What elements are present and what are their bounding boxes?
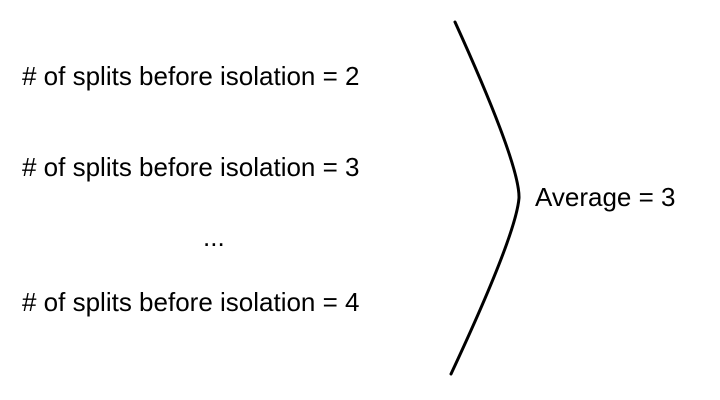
split-count-line-2: # of splits before isolation = 3 xyxy=(22,152,360,182)
average-label: Average = 3 xyxy=(535,182,676,212)
brace-curve xyxy=(449,20,521,376)
split-count-line-3: # of splits before isolation = 4 xyxy=(22,287,360,317)
ellipsis: ... xyxy=(203,222,225,252)
split-count-line-1: # of splits before isolation = 2 xyxy=(22,61,360,91)
